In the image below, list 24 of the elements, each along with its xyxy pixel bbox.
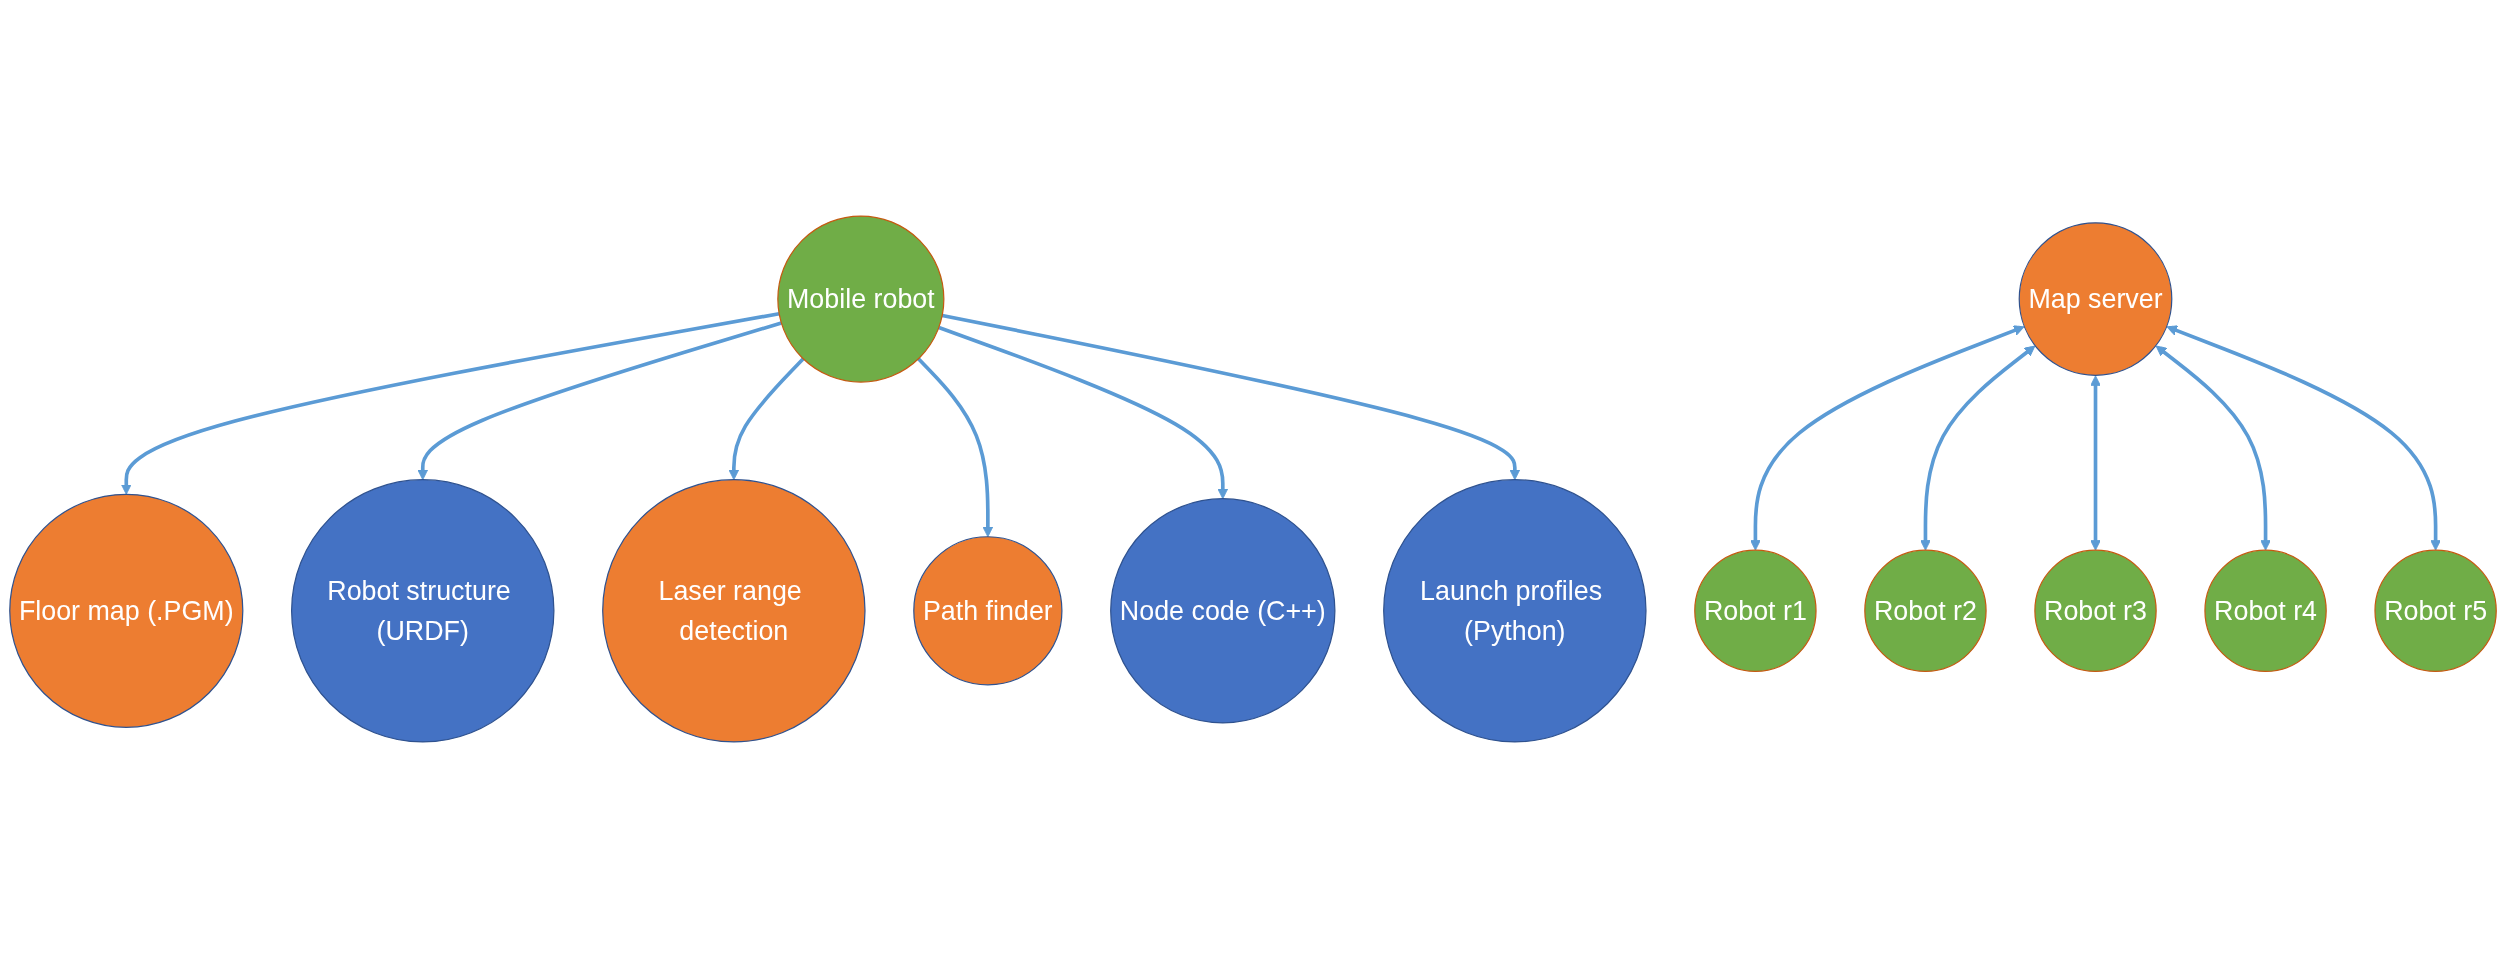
node-circle: Laser range detection <box>602 479 866 743</box>
node-circle: Robot r3 <box>2034 549 2157 673</box>
arrow <box>120 311 780 495</box>
arrow <box>2166 325 2441 551</box>
arrow <box>2090 375 2101 551</box>
node-circle: Map server <box>2018 222 2173 376</box>
node-circle: Robot r4 <box>2204 549 2327 673</box>
node-circle: Path finder <box>913 536 1063 686</box>
node-circle: Robot r5 <box>2374 549 2497 673</box>
arrow <box>917 357 994 538</box>
node-circle: Robot structure (URDF) <box>291 479 555 743</box>
arrow <box>1750 325 2025 551</box>
node-circle: Mobile robot <box>777 215 945 383</box>
arrow <box>2155 345 2271 551</box>
arrow <box>938 325 1229 500</box>
arrow <box>417 321 782 481</box>
node-circle: Floor map (.PGM) <box>9 493 244 728</box>
arrow <box>941 313 1521 481</box>
node-circle: Node code (C++) <box>1110 498 1336 724</box>
node-circle: Launch profiles (Python) <box>1383 479 1647 743</box>
node-circle: Robot r1 <box>1694 549 1817 673</box>
arrow <box>728 357 805 481</box>
arrow <box>1920 345 2036 551</box>
node-circle: Robot r2 <box>1864 549 1987 673</box>
